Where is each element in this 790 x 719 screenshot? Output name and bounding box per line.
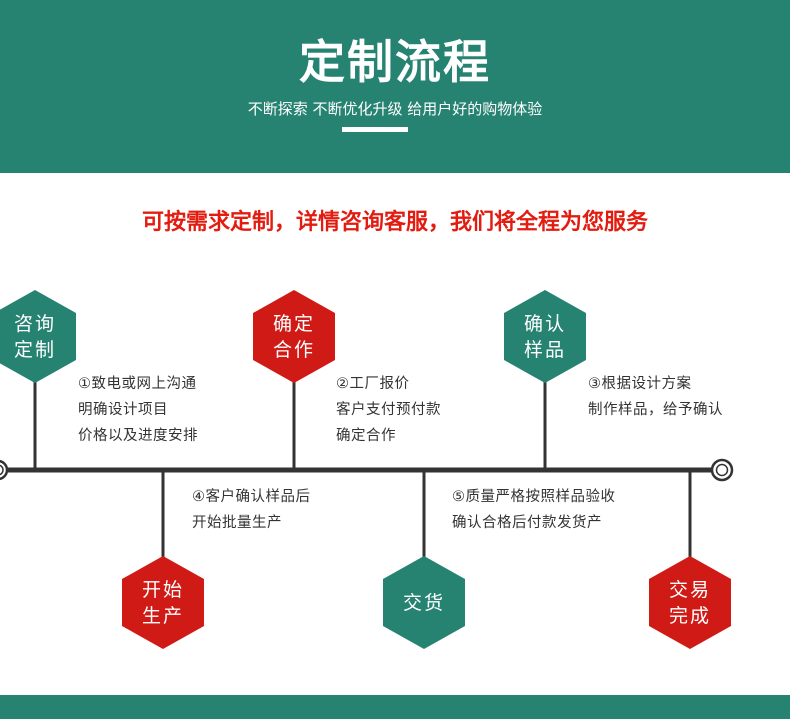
step-production-label: 开始 生产 bbox=[141, 579, 184, 627]
title-underline bbox=[342, 127, 408, 132]
hex-complete bbox=[649, 556, 731, 649]
step-consult-label: 咨询 定制 bbox=[13, 313, 56, 361]
step-sample-label: 确认 样品 bbox=[523, 313, 566, 361]
page-subtitle: 不断探索 不断优化升级 给用户好的购物体验 bbox=[247, 100, 543, 118]
step-2-description: ②工厂报价 客户支付预付款 确定合作 bbox=[336, 376, 441, 444]
step-complete-label: 交易 完成 bbox=[668, 579, 711, 627]
hex-consult bbox=[0, 290, 76, 383]
step-confirm-label: 确定 合作 bbox=[272, 313, 315, 361]
service-slogan: 可按需求定制，详情咨询客服，我们将全程为您服务 bbox=[141, 210, 648, 235]
hex-sample bbox=[504, 290, 586, 383]
step-1-description: ①致电或网上沟通 明确设计项目 价格以及进度安排 bbox=[78, 376, 198, 444]
step-3-description: ③根据设计方案 制作样品，给予确认 bbox=[588, 376, 723, 418]
header-banner: 定制流程 不断探索 不断优化升级 给用户好的购物体验 bbox=[0, 0, 790, 173]
step-delivery-label: 交货 bbox=[402, 592, 445, 614]
footer-bar bbox=[0, 695, 790, 719]
hex-confirm bbox=[253, 290, 335, 383]
hex-delivery bbox=[383, 556, 465, 649]
step-4-description: ④客户确认样品后 开始批量生产 bbox=[192, 489, 311, 531]
step-5-description: ⑤质量严格按照样品验收 确认合格后付款发货产 bbox=[452, 489, 616, 531]
page-title: 定制流程 bbox=[299, 35, 491, 89]
hex-production bbox=[122, 556, 204, 649]
